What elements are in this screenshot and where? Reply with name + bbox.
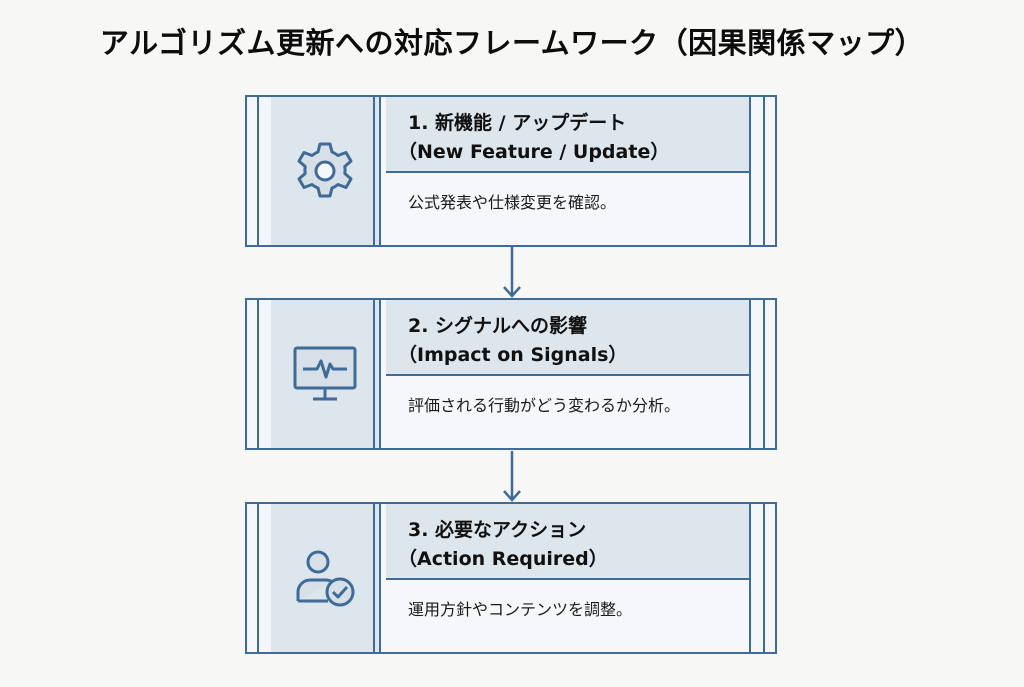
step-card-3: 3. 必要なアクション （Action Required） 運用方針やコンテンツ… [245,502,777,654]
card-right-rail [749,504,765,652]
monitor-pulse-icon [293,346,357,401]
step-card-1: 1. 新機能 / アップデート （New Feature / Update） 公… [245,95,777,247]
step-subheading: （New Feature / Update） [398,141,670,163]
card-right-rail [749,97,765,245]
icon-panel [271,504,381,652]
step-description: 公式発表や仕様変更を確認。 [408,193,617,212]
step-header: 1. 新機能 / アップデート （New Feature / Update） [386,97,749,173]
down-arrow-icon [503,451,521,502]
icon-panel [271,97,381,245]
step-content: 3. 必要なアクション （Action Required） 運用方針やコンテンツ… [386,504,749,652]
step-heading: 2. シグナルへの影響 [408,315,588,337]
step-header: 3. 必要なアクション （Action Required） [386,504,749,580]
step-description: 評価される行動がどう変わるか分析。 [408,396,681,415]
user-check-icon [296,550,355,607]
step-heading: 1. 新機能 / アップデート [408,112,627,134]
page-title: アルゴリズム更新への対応フレームワーク（因果関係マップ） [99,26,925,60]
card-right-rail [749,300,765,448]
step-header: 2. シグナルへの影響 （Impact on Signals） [386,300,749,376]
step-subheading: （Impact on Signals） [398,344,628,366]
gear-icon [297,142,353,198]
step-card-2: 2. シグナルへの影響 （Impact on Signals） 評価される行動が… [245,298,777,450]
down-arrow-icon [503,247,521,298]
step-content: 1. 新機能 / アップデート （New Feature / Update） 公… [386,97,749,245]
step-heading: 3. 必要なアクション [408,519,587,541]
icon-panel [271,300,381,448]
step-description: 運用方針やコンテンツを調整。 [408,600,633,619]
step-content: 2. シグナルへの影響 （Impact on Signals） 評価される行動が… [386,300,749,448]
step-subheading: （Action Required） [398,548,608,570]
